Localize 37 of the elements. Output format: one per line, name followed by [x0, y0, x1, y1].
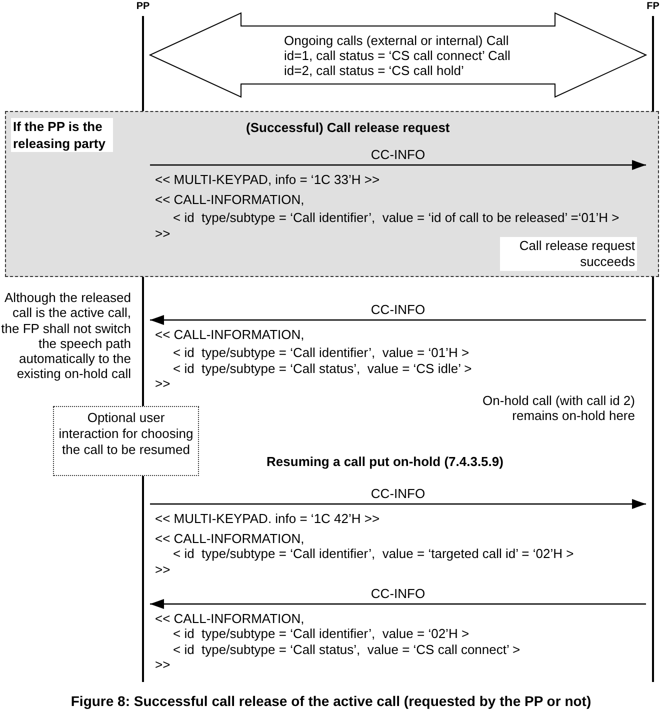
message-parameter: << CALL-INFORMATION,	[155, 193, 304, 207]
lifeline-label: PP	[136, 1, 150, 13]
result-note: Call release request succeeds	[500, 237, 637, 271]
message-arrow	[150, 315, 646, 325]
message-parameter: < id type/subtype = ‘Call identifier’, value = ‘targeted call id’ = ‘02’H >	[173, 547, 574, 561]
edge-label: CC-INFO	[370, 303, 426, 317]
annotation-note: Optional user interaction for choosing the call to be resumed	[53, 406, 199, 476]
edge-label: CC-INFO	[370, 587, 426, 601]
message-parameter: << MULTI-KEYPAD, info = ‘1C 33’H >>	[155, 173, 380, 187]
message-parameter: << CALL-INFORMATION,	[155, 612, 304, 626]
message-parameter: < id type/subtype = ‘Call identifier’, value = ‘01’H >	[173, 346, 470, 360]
message-parameter: >>	[155, 377, 170, 391]
message-arrow	[150, 599, 646, 609]
message-arrow	[150, 160, 646, 170]
message-parameter: < id type/subtype = ‘Call identifier’, value = ‘02’H >	[173, 627, 470, 641]
section-title: Resuming a call put on-hold (7.4.3.5.9)	[266, 454, 504, 469]
double-arrow	[148, 12, 648, 98]
edge-label: CC-INFO	[370, 148, 426, 162]
lifeline-label: FP	[646, 1, 660, 13]
message-arrow	[150, 499, 646, 509]
annotation-text: Although the released call is the active call, the FP shall not switch the speech path automatically to the existing on-hold call	[0, 290, 131, 382]
section-title: (Successful) Call release request	[246, 120, 450, 135]
edge-label: CC-INFO	[370, 487, 426, 501]
message-parameter: << CALL-INFORMATION,	[155, 532, 304, 546]
message-parameter: << CALL-INFORMATION,	[155, 328, 304, 342]
message-parameter: >>	[155, 658, 170, 672]
message-parameter: < id type/subtype = ‘Call status’, value = ‘CS call connect’ >	[173, 643, 520, 657]
message-parameter: << MULTI-KEYPAD. info = ‘1C 42’H >>	[155, 512, 380, 526]
message-parameter: >>	[155, 227, 170, 241]
dashed-region	[5, 111, 659, 277]
message-parameter: >>	[155, 563, 170, 577]
annotation-text: On-hold call (with call id 2) remains on-hold here	[482, 393, 635, 424]
arrow-text: Ongoing calls (external or internal) Call id=1, call status = ‘CS call connect’ Call id=2, call status = ‘CS call hold’	[284, 33, 512, 78]
message-parameter: < id type/subtype = ‘Call status’, value = ‘CS idle’ >	[173, 362, 472, 376]
condition-label: If the PP is the releasing party	[11, 118, 113, 152]
message-parameter: < id type/subtype = ‘Call identifier’, value = ‘id of call to be released’ =‘01’H >	[173, 211, 620, 225]
figure-caption: Figure 8: Successful call release of the active call (requested by the PP or not)	[70, 693, 592, 710]
